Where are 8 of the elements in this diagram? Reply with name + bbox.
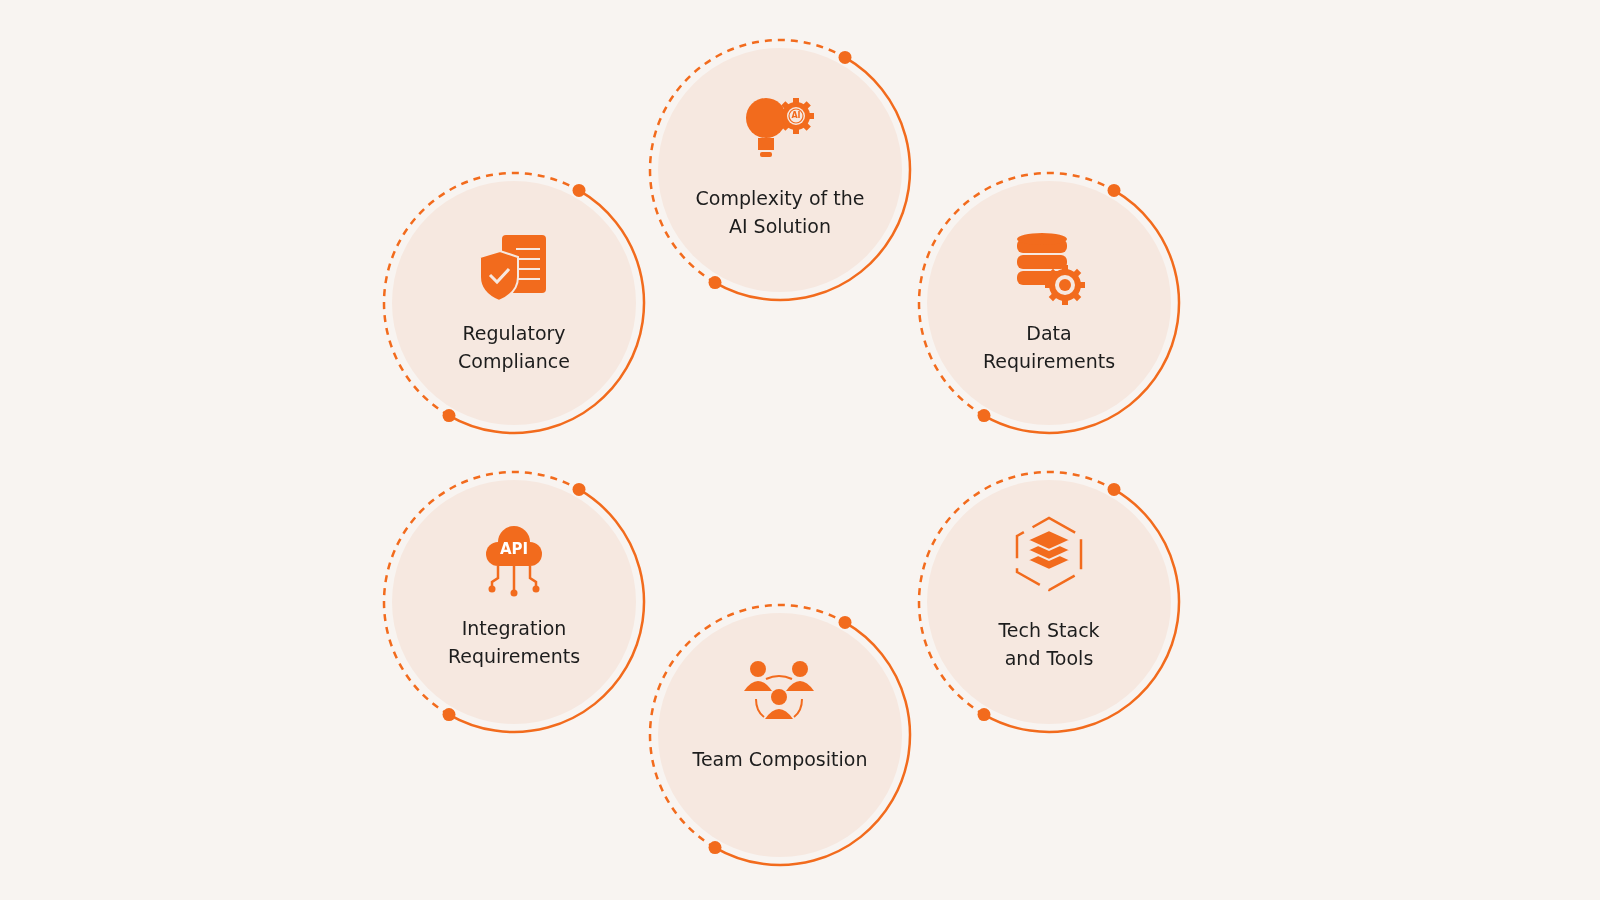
topic-label: Complexity of the AI Solution xyxy=(694,186,866,239)
topic-label: Team Composition xyxy=(691,747,869,772)
icon-text: API xyxy=(498,540,530,558)
topic-label: Integration Requirements xyxy=(446,616,582,669)
topic-label: Tech Stack and Tools xyxy=(997,618,1101,671)
topic-label: Regulatory Compliance xyxy=(457,321,571,374)
topic-label: Data Requirements xyxy=(981,321,1117,374)
icon-text: AI xyxy=(790,110,802,122)
